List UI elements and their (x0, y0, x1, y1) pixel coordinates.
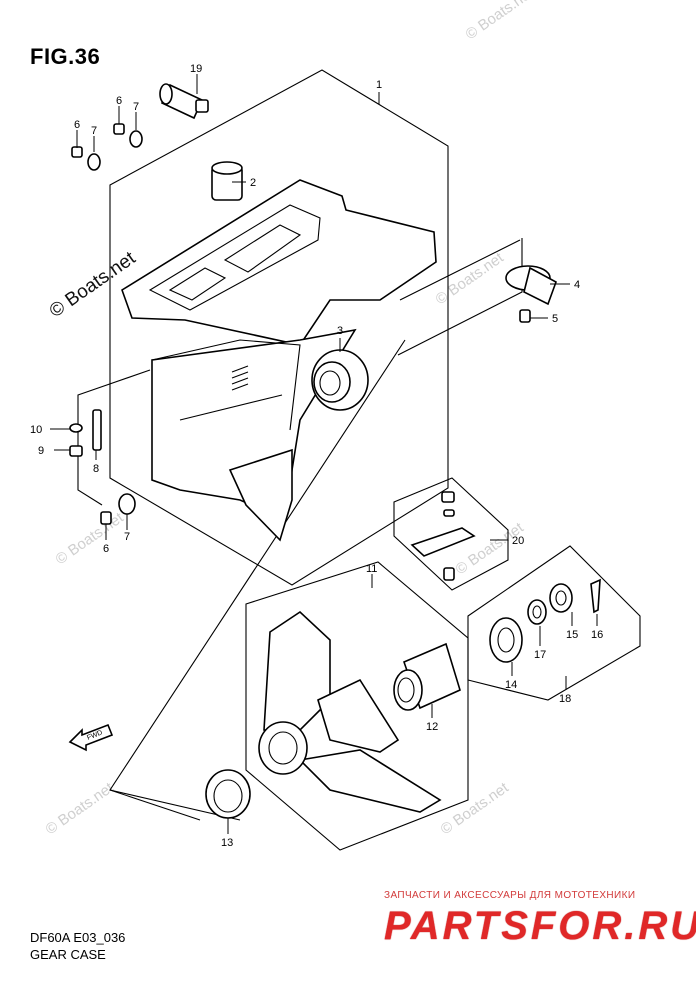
callout-13: 13 (221, 837, 233, 849)
spacer-part-14 (489, 617, 523, 663)
callout-5: 5 (552, 313, 558, 325)
callout-7a: 7 (133, 101, 139, 113)
reference-line-4 (397, 238, 523, 356)
callout-1: 1 (376, 79, 382, 91)
watermark-text: © Boats.net (43, 779, 118, 838)
figure-code: DF60A E03_036 (30, 930, 126, 945)
figure-title: FIG.36 (30, 44, 101, 69)
callout-20: 20 (512, 535, 524, 547)
anode-part-4 (505, 265, 557, 306)
assembly-frame-11 (245, 561, 469, 851)
thrust-washer-part-13 (205, 769, 251, 819)
watermark-text: © Boats.net (53, 509, 128, 568)
nut-part-15 (549, 583, 573, 613)
bushing-part-2 (211, 161, 243, 201)
watermark-text: © Boats.net (46, 247, 140, 322)
callout-6b: 6 (74, 119, 80, 131)
washer-part-7-top (87, 130, 143, 171)
leader-line (109, 789, 201, 821)
washer-part-10 (69, 423, 83, 433)
callout-19: 19 (190, 63, 202, 75)
forward-direction-arrow: FWD (68, 723, 114, 752)
nut-part-9 (69, 445, 83, 457)
figure-name: GEAR CASE (30, 947, 106, 962)
washer-part-7-bottom (118, 493, 136, 515)
callout-2: 2 (250, 177, 256, 189)
leader-lines (50, 74, 598, 834)
watermark-text: © Boats.net (438, 779, 513, 838)
callout-7b: 7 (91, 125, 97, 137)
callout-8: 8 (93, 463, 99, 475)
bearing-part-3 (311, 349, 369, 411)
callout-16: 16 (591, 629, 603, 641)
callout-15: 15 (566, 629, 578, 641)
callout-14: 14 (505, 679, 517, 691)
callout-3: 3 (337, 325, 343, 337)
pin-part-19 (159, 83, 209, 120)
callout-10: 10 (30, 424, 42, 436)
reference-line-8 (77, 369, 151, 506)
assembly-frame-20 (393, 477, 509, 591)
callout-11: 11 (366, 563, 377, 575)
gear-case-housing (121, 179, 437, 542)
callout-7c: 7 (124, 531, 130, 543)
cotter-pin-part-16 (590, 578, 601, 614)
kit-part-20 (410, 491, 476, 581)
brand-logo: PARTSFOR.RU (384, 904, 696, 948)
propeller-part-11 (258, 610, 442, 813)
bolt-part-6-bottom (100, 511, 112, 525)
assembly-frame-18 (467, 545, 641, 701)
callout-numbers: 1 2 3 4 5 6 6 6 7 7 7 8 9 10 11 12 13 14… (30, 63, 603, 849)
stud-part-8 (92, 409, 102, 451)
washer-part-17 (527, 599, 547, 625)
callout-6a: 6 (116, 95, 122, 107)
callout-12: 12 (426, 721, 438, 733)
assembly-frame-1 (109, 69, 449, 586)
callout-17: 17 (534, 649, 546, 661)
bushing-part-12 (393, 642, 461, 711)
reference-line-4b (399, 239, 521, 301)
bolt-part-5 (519, 309, 531, 323)
callout-9: 9 (38, 445, 44, 457)
brand-tagline: ЗАПЧАСТИ И АКСЕССУАРЫ ДЛЯ МОТОТЕХНИКИ (384, 890, 636, 901)
callout-4: 4 (574, 279, 580, 291)
watermark-text: © Boats.net (463, 0, 538, 43)
callout-18: 18 (559, 693, 571, 705)
callout-6c: 6 (103, 543, 109, 555)
